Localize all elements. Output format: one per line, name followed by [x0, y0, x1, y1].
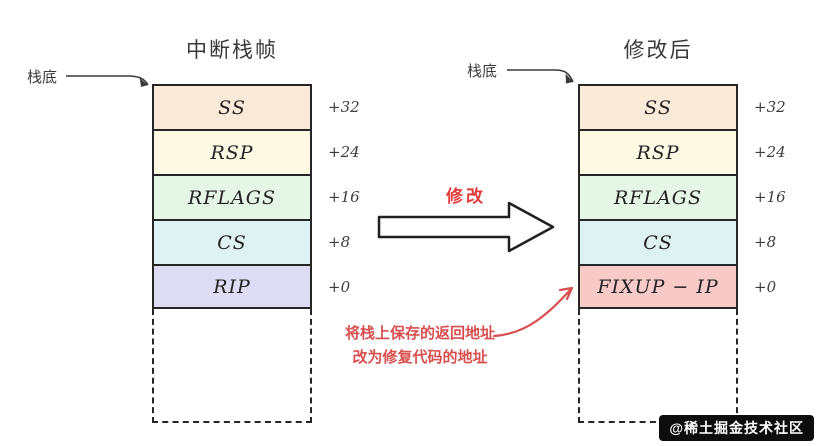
right-cell-ss-label: SS	[644, 96, 672, 119]
left-offset-2: +16	[328, 187, 360, 206]
right-stack-offsets: +32 +24 +16 +8 +0	[754, 84, 814, 309]
left-cell-ss: SS	[152, 84, 312, 129]
left-stack-pointer-label: 栈底	[27, 69, 58, 86]
right-offset-4: +0	[754, 277, 777, 296]
right-offset-0: +32	[754, 97, 786, 116]
left-stack-tail	[152, 309, 312, 423]
right-cell-fixup-ip: FIXUP − IP	[578, 264, 738, 309]
right-stack: SS RSP RFLAGS CS FIXUP − IP	[578, 84, 738, 423]
fixup-annotation: 将栈上保存的返回地址 改为修复代码的地址	[330, 322, 510, 370]
left-offset-1: +24	[328, 142, 360, 161]
left-stack: SS RSP RFLAGS CS RIP	[152, 84, 312, 423]
left-cell-cs-label: CS	[217, 231, 247, 254]
left-cell-rflags: RFLAGS	[152, 174, 312, 219]
callout-curve-icon	[492, 286, 574, 338]
block-arrow-icon	[377, 201, 555, 253]
left-cell-rsp: RSP	[152, 129, 312, 174]
fixup-annotation-line1: 将栈上保存的返回地址	[344, 325, 495, 342]
left-offset-4: +0	[328, 277, 351, 296]
right-cell-rflags-label: RFLAGS	[613, 186, 703, 209]
left-offset-3: +8	[328, 232, 351, 251]
left-cell-cs: CS	[152, 219, 312, 264]
fixup-annotation-line2: 改为修复代码的地址	[352, 349, 488, 366]
right-cell-rsp-label: RSP	[636, 141, 680, 164]
left-cell-rip: RIP	[152, 264, 312, 309]
left-offset-0: +32	[328, 97, 360, 116]
left-pointer-arrow-icon	[66, 75, 149, 87]
left-stack-offsets: +32 +24 +16 +8 +0	[328, 84, 388, 309]
watermark-badge: @稀土掘金技术社区	[659, 415, 814, 441]
right-cell-fixup-ip-label: FIXUP − IP	[597, 275, 719, 298]
right-cell-cs-label: CS	[643, 231, 673, 254]
right-pointer-arrow-icon	[507, 69, 574, 84]
left-cell-rip-label: RIP	[213, 275, 251, 298]
right-stack-title: 修改后	[623, 39, 693, 62]
right-cell-rsp: RSP	[578, 129, 738, 174]
right-stack-tail	[578, 309, 738, 423]
left-cell-rflags-label: RFLAGS	[187, 186, 277, 209]
left-cell-rsp-label: RSP	[210, 141, 254, 164]
right-offset-2: +16	[754, 187, 786, 206]
right-cell-ss: SS	[578, 84, 738, 129]
right-stack-pointer-label: 栈底	[467, 63, 498, 80]
right-offset-1: +24	[754, 142, 786, 161]
left-cell-ss-label: SS	[218, 96, 246, 119]
right-offset-3: +8	[754, 232, 777, 251]
right-cell-rflags: RFLAGS	[578, 174, 738, 219]
transform-arrow-label: 修改	[446, 187, 486, 206]
right-cell-cs: CS	[578, 219, 738, 264]
left-stack-title: 中断栈帧	[186, 39, 278, 62]
